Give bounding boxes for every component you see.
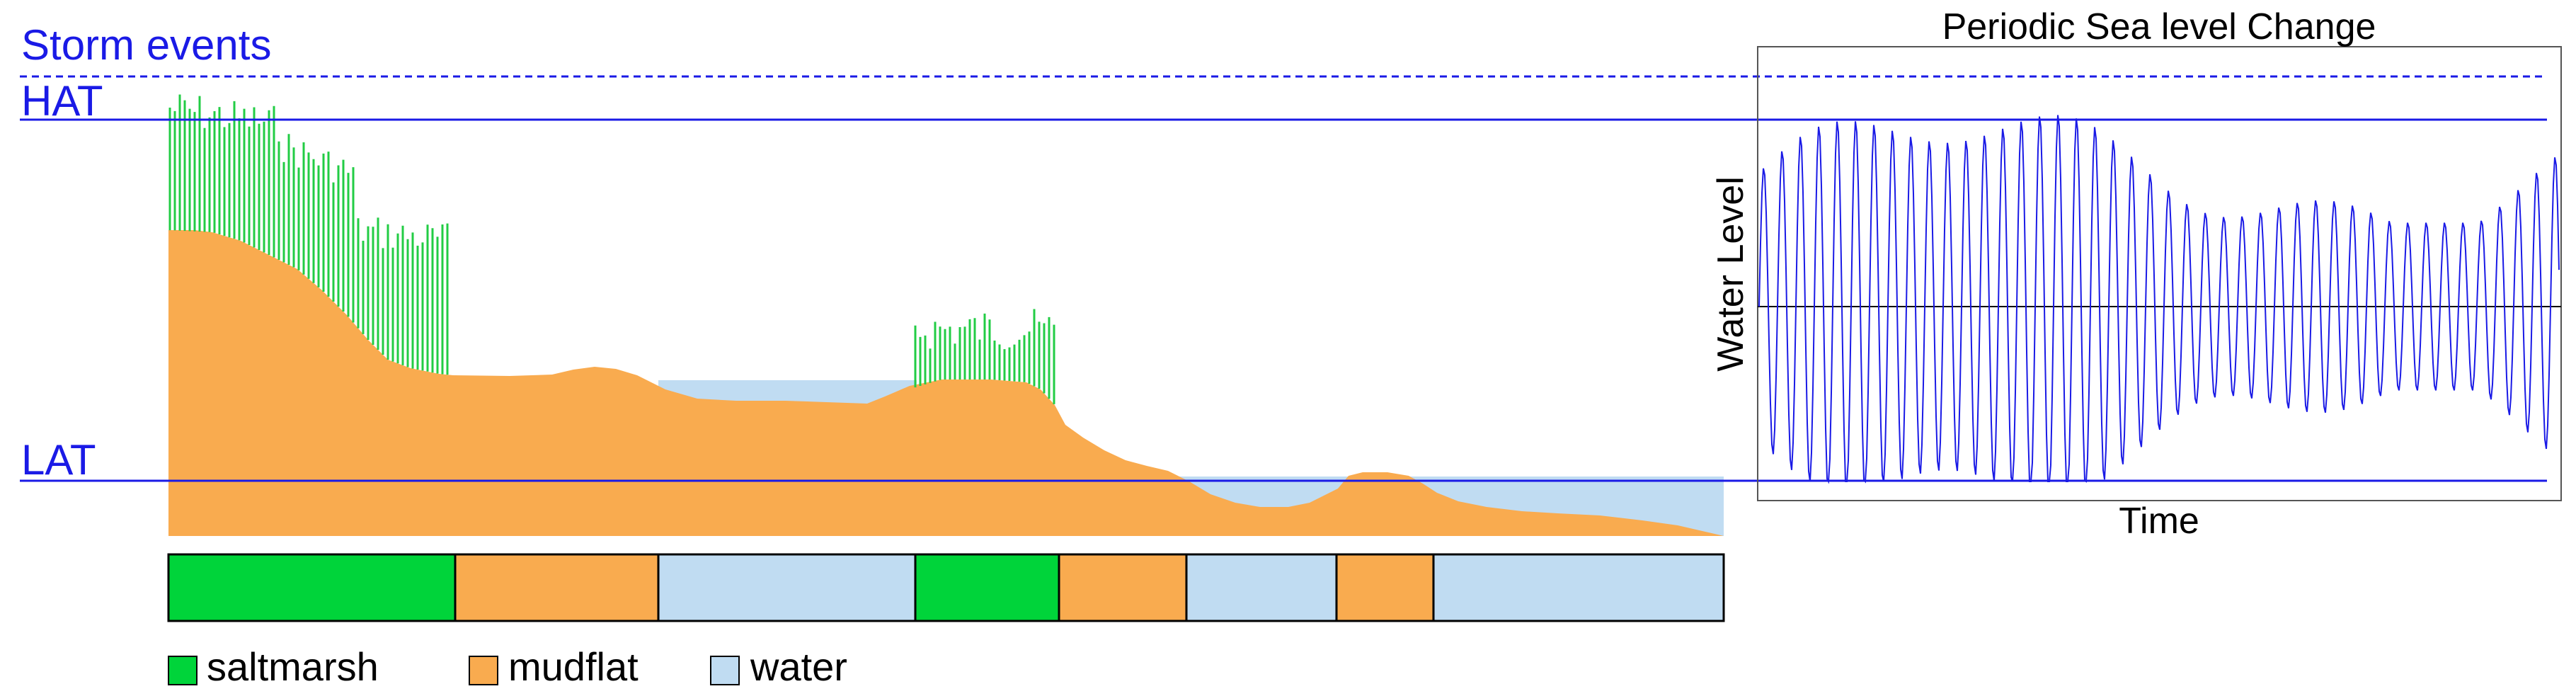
inset-frame [1757,46,2562,501]
legend-label-mudflat: mudflat [508,644,639,689]
zone-water [1185,553,1338,622]
inset-ylabel: Water Level [1710,176,1751,372]
tide-curve [1758,115,2560,484]
zone-water [1432,553,1725,622]
zone-mudflat [1058,553,1188,622]
saltmarsh-vegetation [168,94,1055,404]
mudflat-terrain [168,230,1724,536]
zone-saltmarsh [914,553,1060,622]
zone-water [657,553,917,622]
zone-saltmarsh [167,553,457,622]
legend: saltmarsh mudflat water [168,644,847,689]
zone-mudflat [454,553,660,622]
inset-title: Periodic Sea level Change [1942,6,2376,47]
legend-swatch-mudflat [469,656,498,685]
zone-mudflat [1335,553,1435,622]
lat-label: LAT [21,436,96,484]
storm-events-label: Storm events [21,21,271,69]
legend-label-water: water [750,644,847,689]
sea-level-inset: Periodic Sea level Change Time Water Lev… [1710,6,2562,542]
habitat-zone-bar [167,553,1725,622]
inset-xlabel: Time [2119,501,2199,542]
hat-label: HAT [21,77,103,125]
legend-swatch-water [710,656,740,685]
legend-swatch-saltmarsh [168,656,198,685]
legend-label-saltmarsh: saltmarsh [207,644,379,689]
